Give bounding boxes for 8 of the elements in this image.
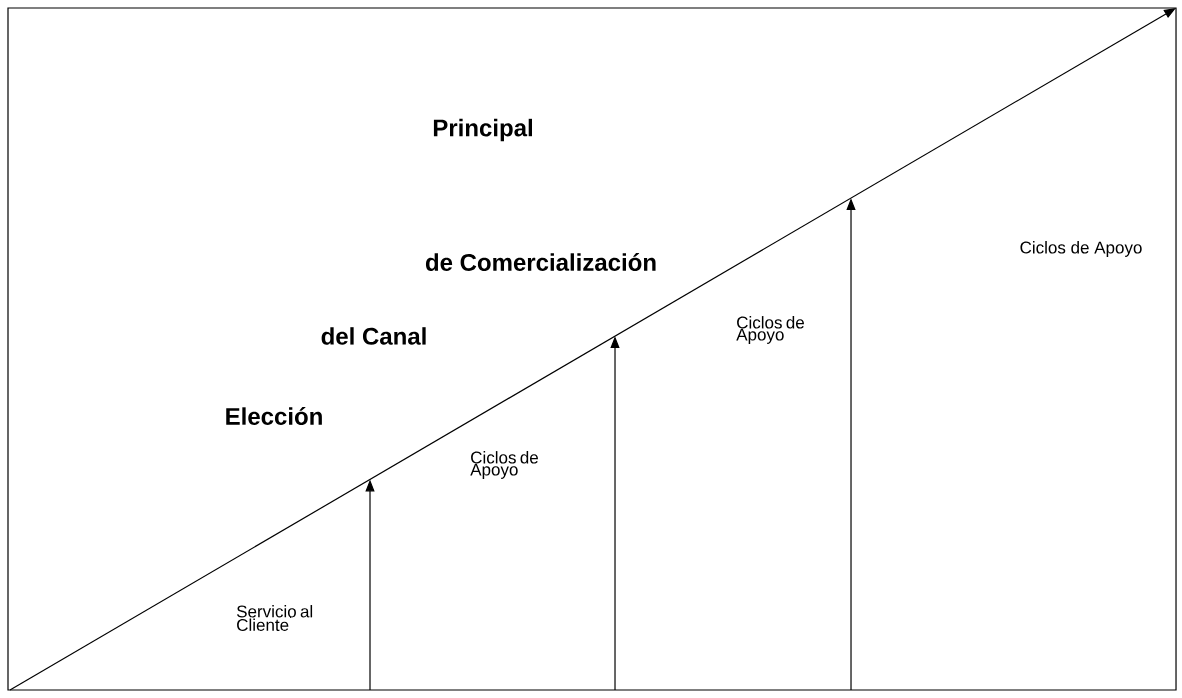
stage-label: Elección <box>226 407 322 425</box>
text-label: Ciclos de Apoyo <box>736 316 804 344</box>
stage-label: Principal <box>433 118 532 142</box>
text-label: Servicio al Cliente <box>236 605 313 631</box>
text-label: Ciclos de Apoyo <box>470 451 538 479</box>
stage-label: del Canal <box>321 327 426 345</box>
stage-label: de Comercialización <box>425 253 656 271</box>
text-label: Ciclos de Apoyo <box>1020 241 1142 257</box>
